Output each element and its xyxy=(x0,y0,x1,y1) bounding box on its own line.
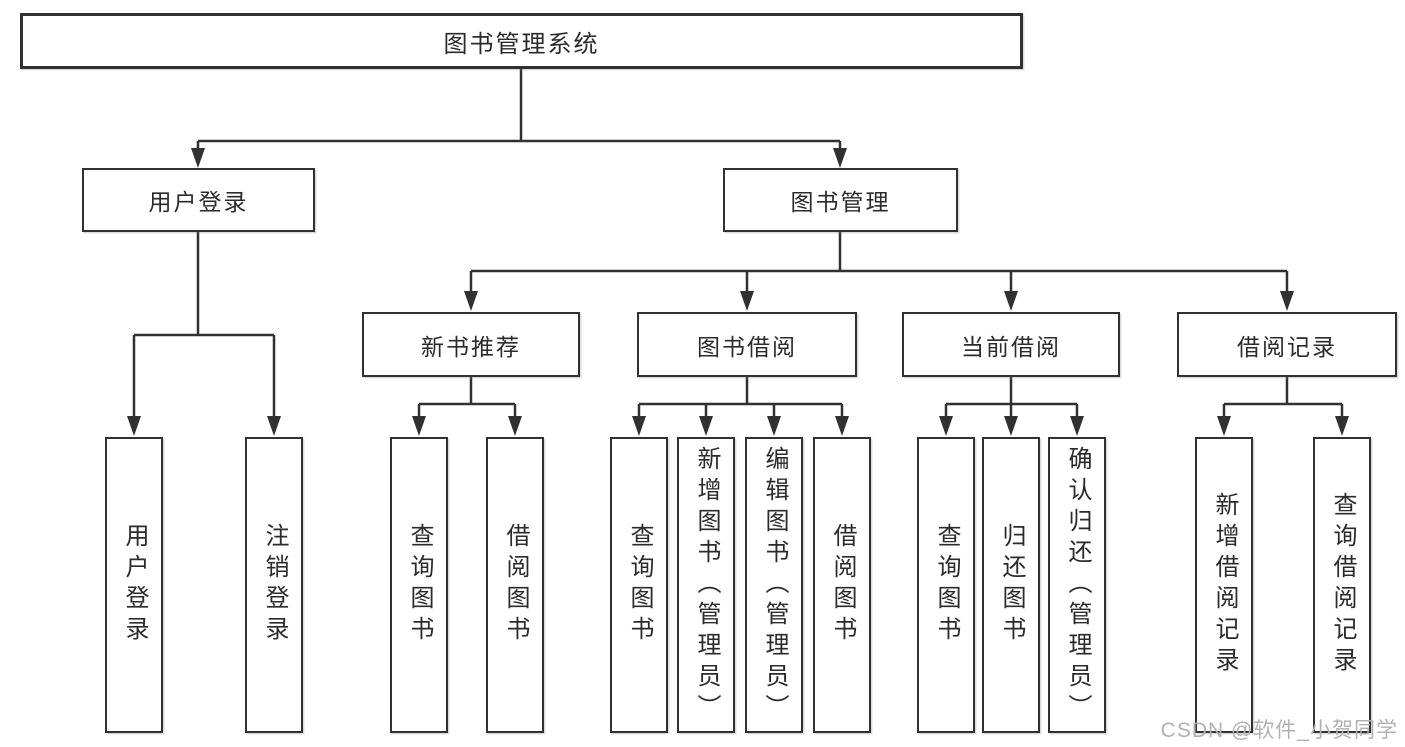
leaf-add-borrow-record: 新增借阅记录 xyxy=(1195,437,1253,733)
connector-user-login-children xyxy=(127,232,281,436)
leaf-add-book-admin: 新增图书（管理员） xyxy=(677,437,735,733)
leaf-return-book-label: 归还图书 xyxy=(998,523,1025,647)
leaf-query-book-borrow: 查询图书 xyxy=(610,437,668,733)
node-user-login-label: 用户登录 xyxy=(148,189,249,215)
connector-root-to-level2 xyxy=(191,69,847,168)
node-book-borrowing-label: 图书借阅 xyxy=(697,333,797,360)
leaf-query-book-borrow-label: 查询图书 xyxy=(626,523,653,647)
leaf-borrow-book-borrow: 借阅图书 xyxy=(813,437,871,733)
leaf-query-borrow-record-label: 查询借阅记录 xyxy=(1329,492,1356,678)
leaf-add-book-admin-label: 新增图书（管理员） xyxy=(693,445,720,725)
leaf-query-book-current: 查询图书 xyxy=(917,437,975,733)
leaf-borrow-book-newbook: 借阅图书 xyxy=(486,437,544,733)
leaf-logout: 注销登录 xyxy=(245,437,303,733)
connector-book-borrow-children xyxy=(632,377,849,436)
leaf-add-borrow-record-label: 新增借阅记录 xyxy=(1211,492,1238,678)
connector-new-book-children xyxy=(412,377,522,436)
csdn-watermark: CSDN @软件_小贺同学 xyxy=(1160,719,1398,742)
leaf-logout-label: 注销登录 xyxy=(261,523,288,647)
leaf-edit-book-admin: 编辑图书（管理员） xyxy=(745,437,803,733)
leaf-edit-book-admin-label: 编辑图书（管理员） xyxy=(761,445,788,725)
node-book-borrowing: 图书借阅 xyxy=(637,312,857,377)
node-book-management-label: 图书管理 xyxy=(790,189,891,215)
node-user-login: 用户登录 xyxy=(82,168,315,232)
connector-borrow-records-children xyxy=(1217,377,1349,436)
node-new-book-recommendation: 新书推荐 xyxy=(362,312,580,377)
leaf-confirm-return-admin-label: 确认归还（管理员） xyxy=(1064,445,1091,725)
leaf-query-book-newbook-label: 查询图书 xyxy=(406,523,433,647)
leaf-return-book: 归还图书 xyxy=(982,437,1040,733)
node-root-label: 图书管理系统 xyxy=(443,30,600,58)
connector-current-borrow-children xyxy=(939,377,1084,436)
connector-book-management-children xyxy=(464,232,1294,311)
leaf-query-book-current-label: 查询图书 xyxy=(933,523,960,647)
node-root-library-system: 图书管理系统 xyxy=(20,13,1023,69)
leaf-query-book-newbook: 查询图书 xyxy=(390,437,448,733)
leaf-confirm-return-admin: 确认归还（管理员） xyxy=(1048,437,1106,733)
leaf-query-borrow-record: 查询借阅记录 xyxy=(1313,437,1371,733)
leaf-borrow-book-borrow-label: 借阅图书 xyxy=(829,523,856,647)
node-current-borrowing: 当前借阅 xyxy=(902,312,1120,377)
leaf-borrow-book-newbook-label: 借阅图书 xyxy=(502,523,529,647)
node-book-management: 图书管理 xyxy=(723,168,958,232)
node-new-book-recommendation-label: 新书推荐 xyxy=(421,333,521,360)
node-current-borrowing-label: 当前借阅 xyxy=(961,333,1061,360)
leaf-user-login: 用户登录 xyxy=(105,437,163,733)
leaf-user-login-label: 用户登录 xyxy=(121,523,148,647)
node-borrowing-records-label: 借阅记录 xyxy=(1237,333,1337,360)
node-borrowing-records: 借阅记录 xyxy=(1177,312,1397,377)
